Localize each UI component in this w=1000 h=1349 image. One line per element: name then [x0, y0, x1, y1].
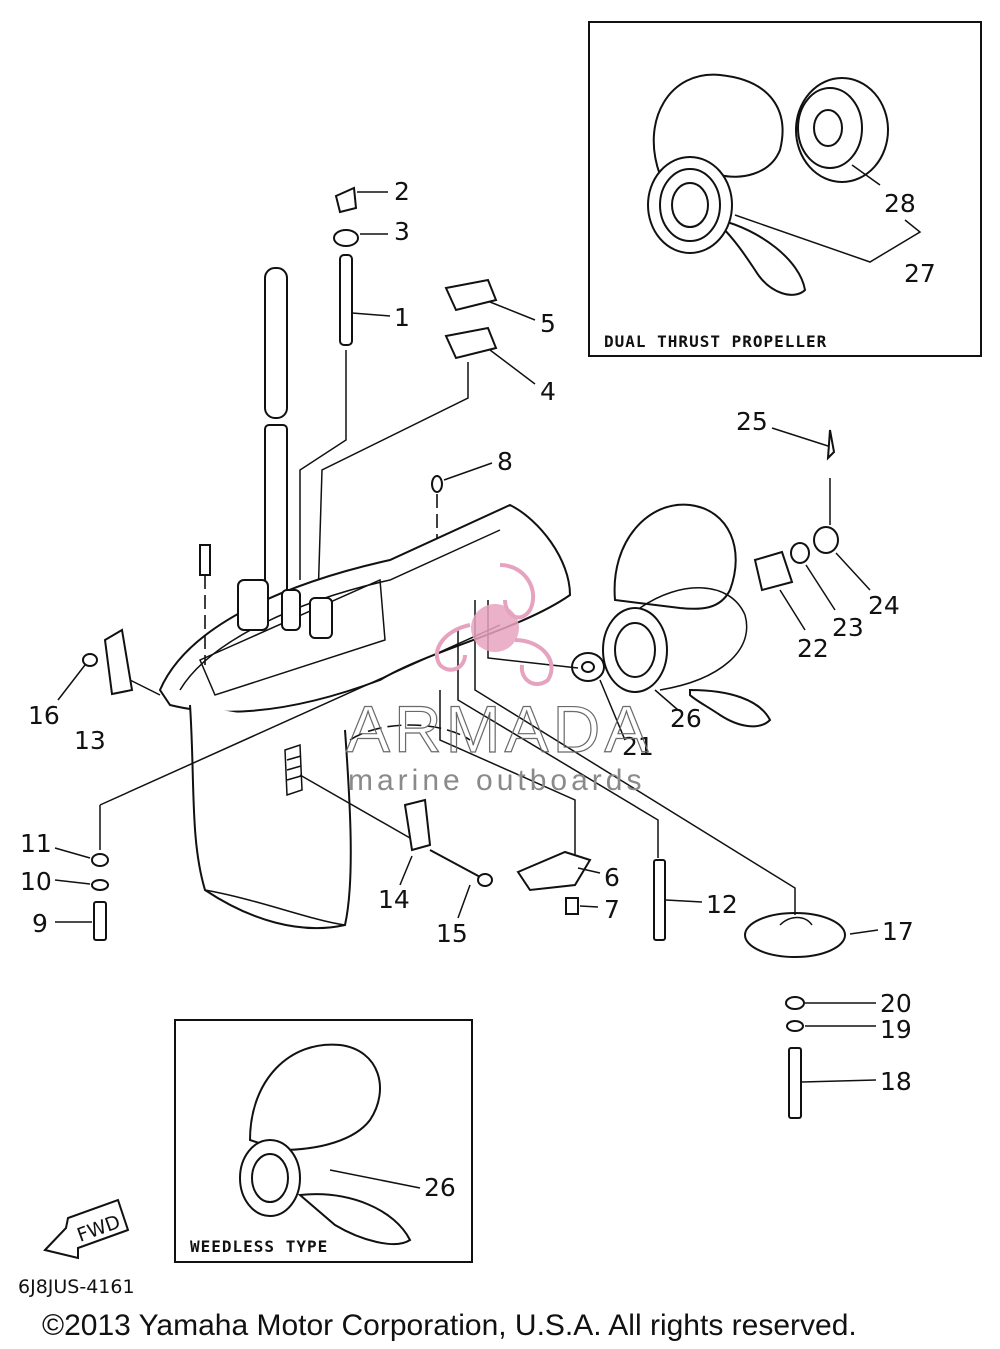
prop-hardware-22-25: 25 22 23 24	[736, 407, 900, 663]
part-label-27: 27	[904, 259, 936, 288]
part-label-26-weedless: 26	[424, 1173, 456, 1202]
water-strainer-14-15: 14 15	[378, 798, 493, 948]
inset-title-weedless: WEEDLESS TYPE	[190, 1237, 328, 1256]
inset-weedless-type: 26 WEEDLESS TYPE	[174, 1019, 473, 1263]
part-label-7: 7	[604, 895, 620, 924]
part-label-24: 24	[868, 591, 900, 620]
part-label-5: 5	[540, 309, 556, 338]
bolt-group-18-19-20: 20 19 18	[785, 989, 912, 1119]
part-label-22: 22	[797, 634, 829, 663]
part-label-17: 17	[882, 917, 914, 946]
armada-watermark: ARMADA marine outboards	[345, 563, 652, 797]
part-label-10: 10	[20, 867, 52, 896]
trim-tab-17: 17	[474, 600, 914, 958]
part-label-28: 28	[884, 189, 916, 218]
watermark-tagline: marine outboards	[348, 764, 645, 797]
part-label-14: 14	[378, 885, 410, 914]
part-label-23: 23	[832, 613, 864, 642]
anodes-5-4: 5 4	[317, 278, 556, 601]
part-label-11: 11	[20, 829, 52, 858]
part-label-12: 12	[706, 890, 738, 919]
cooling-inlet-13: 16 13	[28, 544, 211, 755]
plug-8: 8	[431, 447, 513, 560]
copyright-notice: ©2013 Yamaha Motor Corporation, U.S.A. A…	[42, 1309, 857, 1342]
drive-shaft	[264, 267, 288, 611]
part-label-3: 3	[394, 217, 410, 246]
propeller-26: 21 26	[487, 503, 772, 761]
part-label-16: 16	[28, 701, 60, 730]
bolt-12: 12	[457, 630, 738, 941]
part-label-21: 21	[622, 732, 654, 761]
fwd-arrow-icon: FWD	[43, 1198, 130, 1260]
part-label-8: 8	[497, 447, 513, 476]
part-label-19: 19	[880, 1015, 912, 1044]
watermark-brand: ARMADA	[346, 692, 652, 766]
part-label-20: 20	[880, 989, 912, 1018]
part-label-26: 26	[670, 704, 702, 733]
shift-rod-assembly: 2 3 1	[299, 177, 410, 580]
inset-title-dual-thrust: DUAL THRUST PROPELLER	[604, 332, 827, 351]
part-label-2: 2	[394, 177, 410, 206]
part-label-6: 6	[604, 863, 620, 892]
part-label-4: 4	[540, 377, 556, 406]
bolt-group-9-10-11: 11 10 9	[20, 829, 109, 941]
lower-casing	[99, 503, 572, 930]
armada-logo-icon	[434, 563, 554, 686]
part-label-15: 15	[436, 919, 468, 948]
part-label-25: 25	[736, 407, 768, 436]
part-label-1: 1	[394, 303, 410, 332]
part-label-13: 13	[74, 726, 106, 755]
inset-dual-thrust-propeller: DUAL THRUST PROPELLER 28 27	[588, 21, 982, 357]
cover-6-7: 6 7	[439, 690, 620, 924]
part-label-9: 9	[32, 909, 48, 938]
part-label-18: 18	[880, 1067, 912, 1096]
diagram-code: 6J8JUS-4161	[18, 1276, 135, 1298]
